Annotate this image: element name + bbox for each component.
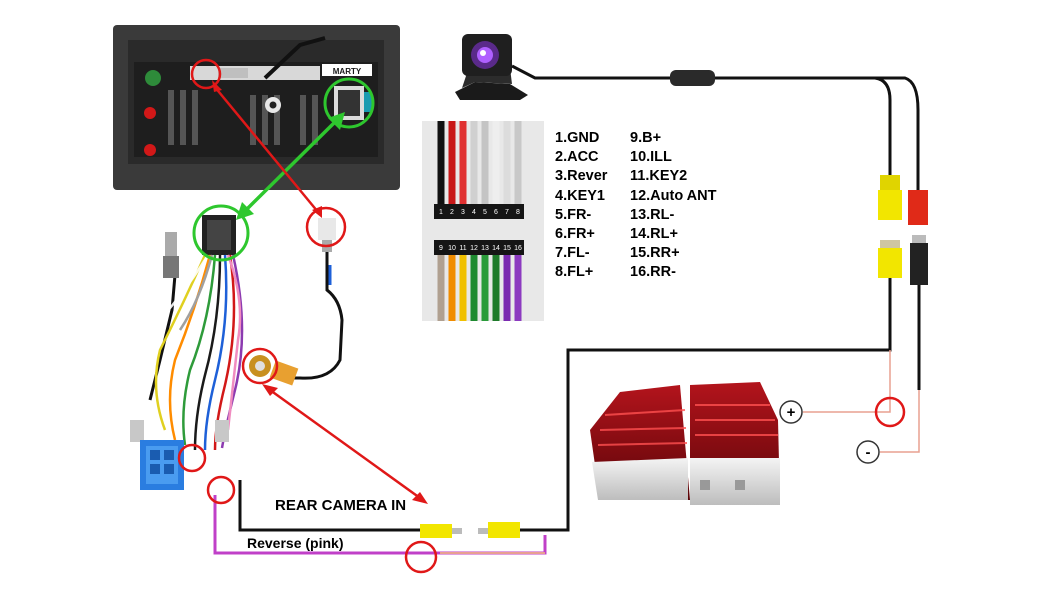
power-plug-red — [908, 190, 928, 225]
camera-input-cable — [249, 218, 344, 386]
pin-4: 4.KEY1 — [555, 187, 605, 204]
unit-badge: MARTY — [333, 67, 362, 76]
photo-num-7: 7 — [505, 209, 509, 216]
wire-colors-photo: 1 2 3 4 5 6 7 8 9 10 11 12 13 14 15 16 — [422, 121, 544, 321]
pin-8: 8.FL+ — [555, 264, 594, 281]
photo-num-5: 5 — [483, 209, 487, 216]
red-circle-harness-wire-1 — [177, 443, 207, 473]
reverse-minus-wire — [880, 390, 920, 453]
pin-10: 10.ILL — [630, 149, 672, 166]
photo-num-13: 13 — [481, 245, 489, 252]
pin-11: 11.KEY2 — [630, 168, 688, 185]
photo-num-14: 14 — [492, 245, 500, 252]
photo-num-16: 16 — [514, 245, 522, 252]
photo-num-6: 6 — [494, 209, 498, 216]
photo-num-11: 11 — [459, 245, 466, 252]
red-arrow-rear-camera-in — [262, 384, 428, 504]
plus-terminal — [779, 400, 803, 424]
rear-camera-in-label: REAR CAMERA IN — [275, 497, 407, 514]
green-circle-unit-socket — [323, 77, 375, 129]
photo-num-8: 8 — [516, 209, 520, 216]
bottom-rca-connection — [238, 480, 520, 538]
pin-3: 3.Rever — [555, 168, 608, 185]
photo-num-15: 15 — [503, 245, 511, 252]
pin-13: 13.RL- — [630, 206, 675, 223]
pin-1: 1.GND — [555, 130, 600, 146]
pin-5: 5.FR- — [555, 206, 592, 223]
green-circle-harness-plug — [192, 204, 250, 262]
pin-list-left: 1.GND 2.ACC 3.Rever 4.KEY1 5.FR- 6.FR+ 7… — [555, 129, 607, 283]
reverse-pink-wire — [213, 495, 547, 555]
red-circle-camera-port — [190, 58, 222, 90]
pin-14: 14.RL+ — [630, 226, 678, 243]
pin-15: 15.RR+ — [630, 245, 680, 262]
photo-num-10: 10 — [448, 245, 456, 252]
pin-list-right: 9.B+ 10.ILL 11.KEY2 12.Auto ANT 13.RL- 1… — [630, 129, 716, 283]
minus-symbol: - — [866, 444, 871, 461]
photo-num-1: 1 — [439, 209, 443, 216]
photo-num-3: 3 — [461, 209, 465, 216]
photo-num-12: 12 — [470, 245, 478, 252]
red-circle-reverse-joint — [404, 540, 438, 574]
cooling-vents — [168, 90, 318, 145]
rca-plug-yellow-male — [878, 240, 902, 320]
pin-2: 2.ACC — [555, 149, 599, 166]
reverse-pink-label: Reverse (pink) — [247, 535, 344, 551]
photo-num-9: 9 — [439, 245, 443, 252]
tail-light — [590, 382, 780, 505]
pin-9: 9.B+ — [630, 130, 662, 146]
rca-plug-yellow-female — [878, 175, 902, 220]
cable-junction — [670, 70, 715, 86]
plus-symbol: + — [787, 404, 796, 421]
rear-camera — [455, 34, 528, 100]
green-arrow — [236, 112, 345, 220]
wiring-harness — [130, 215, 244, 490]
power-plug-black — [910, 235, 928, 390]
pin-6: 6.FR+ — [555, 226, 595, 243]
photo-num-2: 2 — [450, 209, 454, 216]
red-circle-rca-socket — [241, 347, 279, 385]
red-circle-camera-plug — [305, 206, 347, 248]
head-unit-rear-panel: MARTY — [113, 25, 400, 190]
red-circle-harness-wire-2 — [206, 475, 236, 505]
camera-cable — [511, 64, 920, 190]
photo-num-4: 4 — [472, 209, 476, 216]
video-extension-cable — [520, 320, 892, 532]
red-arrow-camera-port — [212, 80, 322, 218]
pin-12: 12.Auto ANT — [630, 187, 717, 204]
pin-7: 7.FL- — [555, 245, 590, 262]
pin-16: 16.RR- — [630, 264, 676, 281]
minus-terminal — [856, 440, 880, 464]
red-circle-plus-junction — [874, 396, 906, 428]
reverse-plus-wire — [803, 350, 891, 413]
